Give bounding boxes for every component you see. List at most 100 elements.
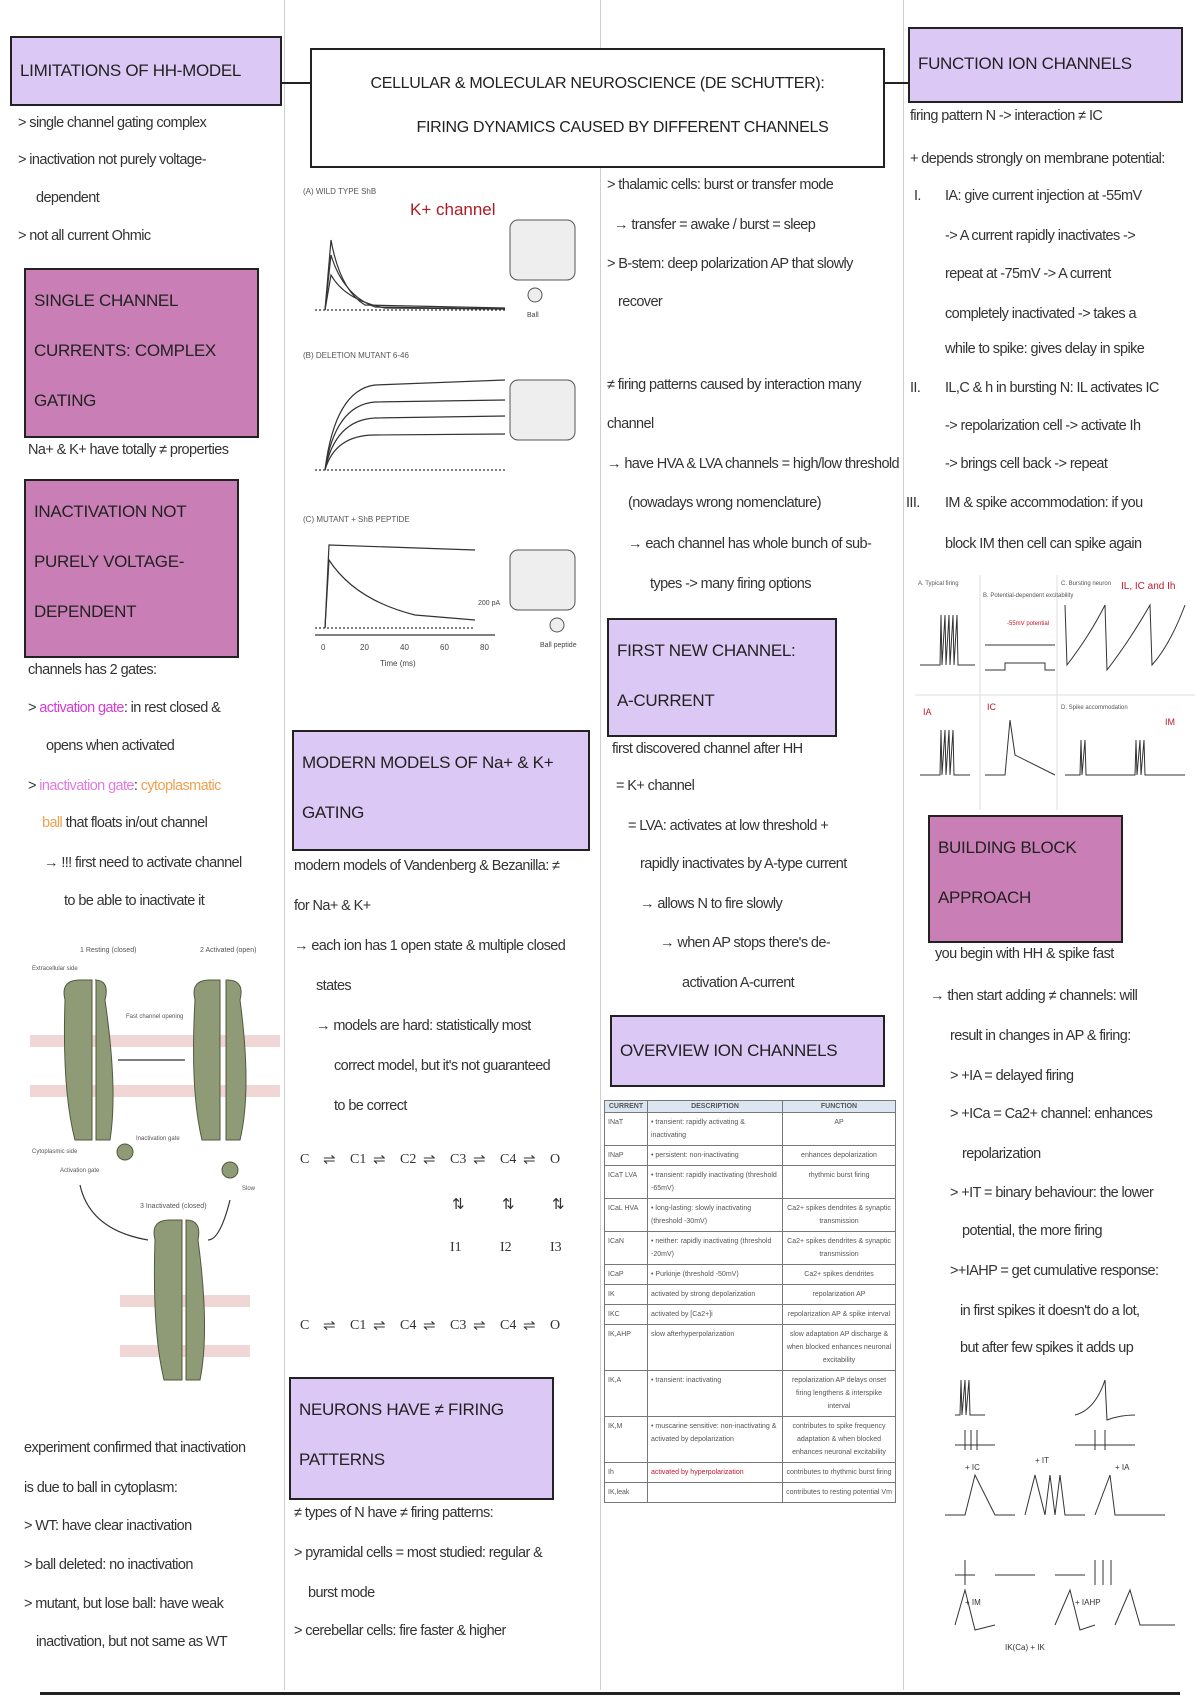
state-label: ⇌: [523, 1318, 536, 1334]
trace-c-red-label: IL, IC and Ih: [1121, 581, 1175, 592]
text-segment: that floats in/out channel: [62, 815, 208, 831]
state-label: ⇌: [523, 1152, 536, 1168]
cell-description: • muscarine sensitive: non-inactivating …: [647, 1416, 783, 1463]
tick: 20: [360, 643, 369, 652]
table-row: ICaT LVA• transient: rapidly inactivatin…: [604, 1165, 896, 1199]
state-label: ⇅: [502, 1197, 515, 1213]
state-label: I2: [500, 1240, 512, 1255]
highlighted-term: activation gate: [39, 700, 124, 716]
tick: 80: [480, 643, 489, 652]
col4-text-line: completely inactivated -> takes a: [945, 306, 1137, 322]
cell-current: ICaL HVA: [604, 1198, 648, 1232]
connector-line: [885, 82, 908, 84]
tick: 40: [400, 643, 409, 652]
trace-label: + IM: [965, 1598, 981, 1607]
channel-shapes: [63, 979, 247, 1381]
cell-function: slow adaptation AP discharge & when bloc…: [782, 1324, 896, 1371]
k-channel-figure: (A) WILD TYPE ShB K+ channel (B) DELETIO…: [303, 187, 577, 668]
col4-text-line: IM & spike accommodation: if you: [945, 495, 1143, 511]
state-label: ⇅: [452, 1197, 465, 1213]
column-divider: [903, 0, 904, 1690]
table-row: ICaP• Purkinje (threshold -50mV)Ca2+ spi…: [604, 1264, 896, 1285]
header-text: SINGLE CHANNEL: [34, 291, 179, 310]
table-row: ICaL HVA• long-lasting: slowly inactivat…: [604, 1198, 896, 1232]
col3-text-line: activation A-current: [682, 975, 795, 991]
col3-text-line: recover: [618, 294, 663, 310]
header-text: A-CURRENT: [617, 691, 715, 710]
trace-b-red-label: -55mV potential: [1007, 621, 1049, 627]
cell-description: • long-lasting: slowly inactivating (thr…: [647, 1198, 783, 1232]
col4-text-line: block IM then cell can spike again: [945, 536, 1142, 552]
col1-text-line: ball that floats in/out channel: [42, 815, 208, 831]
fast-opening-label: Fast channel opening: [126, 1014, 183, 1020]
cell-current: ICaT LVA: [604, 1165, 648, 1199]
cell-function: contributes to rhythmic burst firing: [782, 1462, 896, 1483]
state-label: ⇌: [423, 1318, 436, 1334]
state-label: ⇌: [423, 1152, 436, 1168]
col4-text-line: > +ICa = Ca2+ channel: enhances: [950, 1106, 1153, 1122]
state-label: C3: [450, 1318, 467, 1333]
header-function-ion-channels: FUNCTION ION CHANNELS: [908, 27, 1183, 103]
header-text: CURRENTS: COMPLEX: [34, 341, 216, 360]
cell-description: activated by [Ca2+]i: [647, 1304, 783, 1325]
col1-text-line: inactivation, but not same as WT: [36, 1634, 228, 1650]
tick: 0: [321, 643, 326, 652]
header-text: DEPENDENT: [34, 602, 137, 621]
inactivation-gate-figure: 1 Resting (closed) 2 Activated (open) 3 …: [30, 947, 280, 1381]
state-label: O: [550, 1152, 561, 1167]
col4-text-line: you begin with HH & spike fast: [935, 946, 1114, 962]
state-label: ⇅: [552, 1197, 565, 1213]
header-text: GATING: [34, 391, 97, 410]
state-label: C4: [400, 1318, 417, 1333]
col3-text-line: first discovered channel after HH: [612, 741, 803, 757]
cell-function: Ca2+ spikes dendrites: [782, 1264, 896, 1285]
col1-text-line: > not all current Ohmic: [18, 228, 151, 244]
state-label: ⇌: [373, 1318, 386, 1334]
col2-text-line: → models are hard: statistically most: [316, 1018, 531, 1034]
channel-protein-icon: [509, 219, 576, 633]
cell-function: repolarization AP: [782, 1284, 896, 1305]
header-text: LIMITATIONS OF HH-MODEL: [20, 61, 242, 80]
col2-text-line: > cerebellar cells: fire faster & higher: [294, 1623, 506, 1639]
highlighted-term: cytoplasmatic: [140, 778, 222, 794]
header-text: APPROACH: [938, 888, 1032, 907]
cell-current: INaP: [604, 1145, 648, 1166]
header-inactivation-not-voltage-dependent: INACTIVATION NOT PURELY VOLTAGE- DEPENDE…: [24, 479, 239, 658]
trace-mutant-peptide: [315, 544, 495, 636]
state-label: C2: [400, 1152, 417, 1167]
col2-text-line: burst mode: [308, 1585, 375, 1601]
cell-description: • persistent: non-inactivating: [647, 1145, 783, 1166]
state-label: ⇌: [473, 1318, 486, 1334]
table-row: IK,M• muscarine sensitive: non-inactivat…: [604, 1416, 896, 1463]
col4-text-line: → then start adding ≠ channels: will: [930, 988, 1138, 1004]
col2-text-line: → each ion has 1 open state & multiple c…: [294, 938, 566, 954]
ia-label: IA: [923, 707, 932, 717]
state-label: ⇌: [373, 1152, 386, 1168]
col2-text-line: ≠ types of N have ≠ firing patterns:: [294, 1505, 494, 1521]
trace-c-label: C. Bursting neuron: [1061, 581, 1111, 587]
cell-description: • Purkinje (threshold -50mV): [647, 1264, 783, 1285]
header-text: NEURONS HAVE ≠ FIRING: [299, 1400, 504, 1419]
header-text: OVERVIEW ION CHANNELS: [620, 1041, 838, 1060]
header-modern-models: MODERN MODELS OF Na+ & K+ GATING: [292, 730, 590, 851]
slow-label: Slow: [242, 1186, 256, 1192]
text-segment: >: [28, 700, 40, 716]
trace-deletion-mutant: [315, 379, 506, 471]
col1-text-line: Na+ & K+ have totally ≠ properties: [28, 442, 229, 458]
cell-function: rhythmic burst firing: [782, 1165, 896, 1199]
col2-text-line: to be correct: [334, 1098, 407, 1114]
col3-text-line: → when AP stops there's de-: [660, 935, 831, 951]
state-label: ⇌: [473, 1152, 486, 1168]
state-label: C: [300, 1152, 310, 1167]
header-limitations-hh-model: LIMITATIONS OF HH-MODEL: [10, 36, 282, 106]
cell-current: IKC: [604, 1304, 648, 1325]
header-text: MODERN MODELS OF Na+ & K+: [302, 753, 554, 772]
extracellular-label: Extracellular side: [32, 966, 78, 972]
col2-text-line: states: [316, 978, 352, 994]
col4-text-line: potential, the more firing: [962, 1223, 1103, 1239]
column-divider: [600, 0, 601, 1690]
cell-current: INaT: [604, 1112, 648, 1146]
